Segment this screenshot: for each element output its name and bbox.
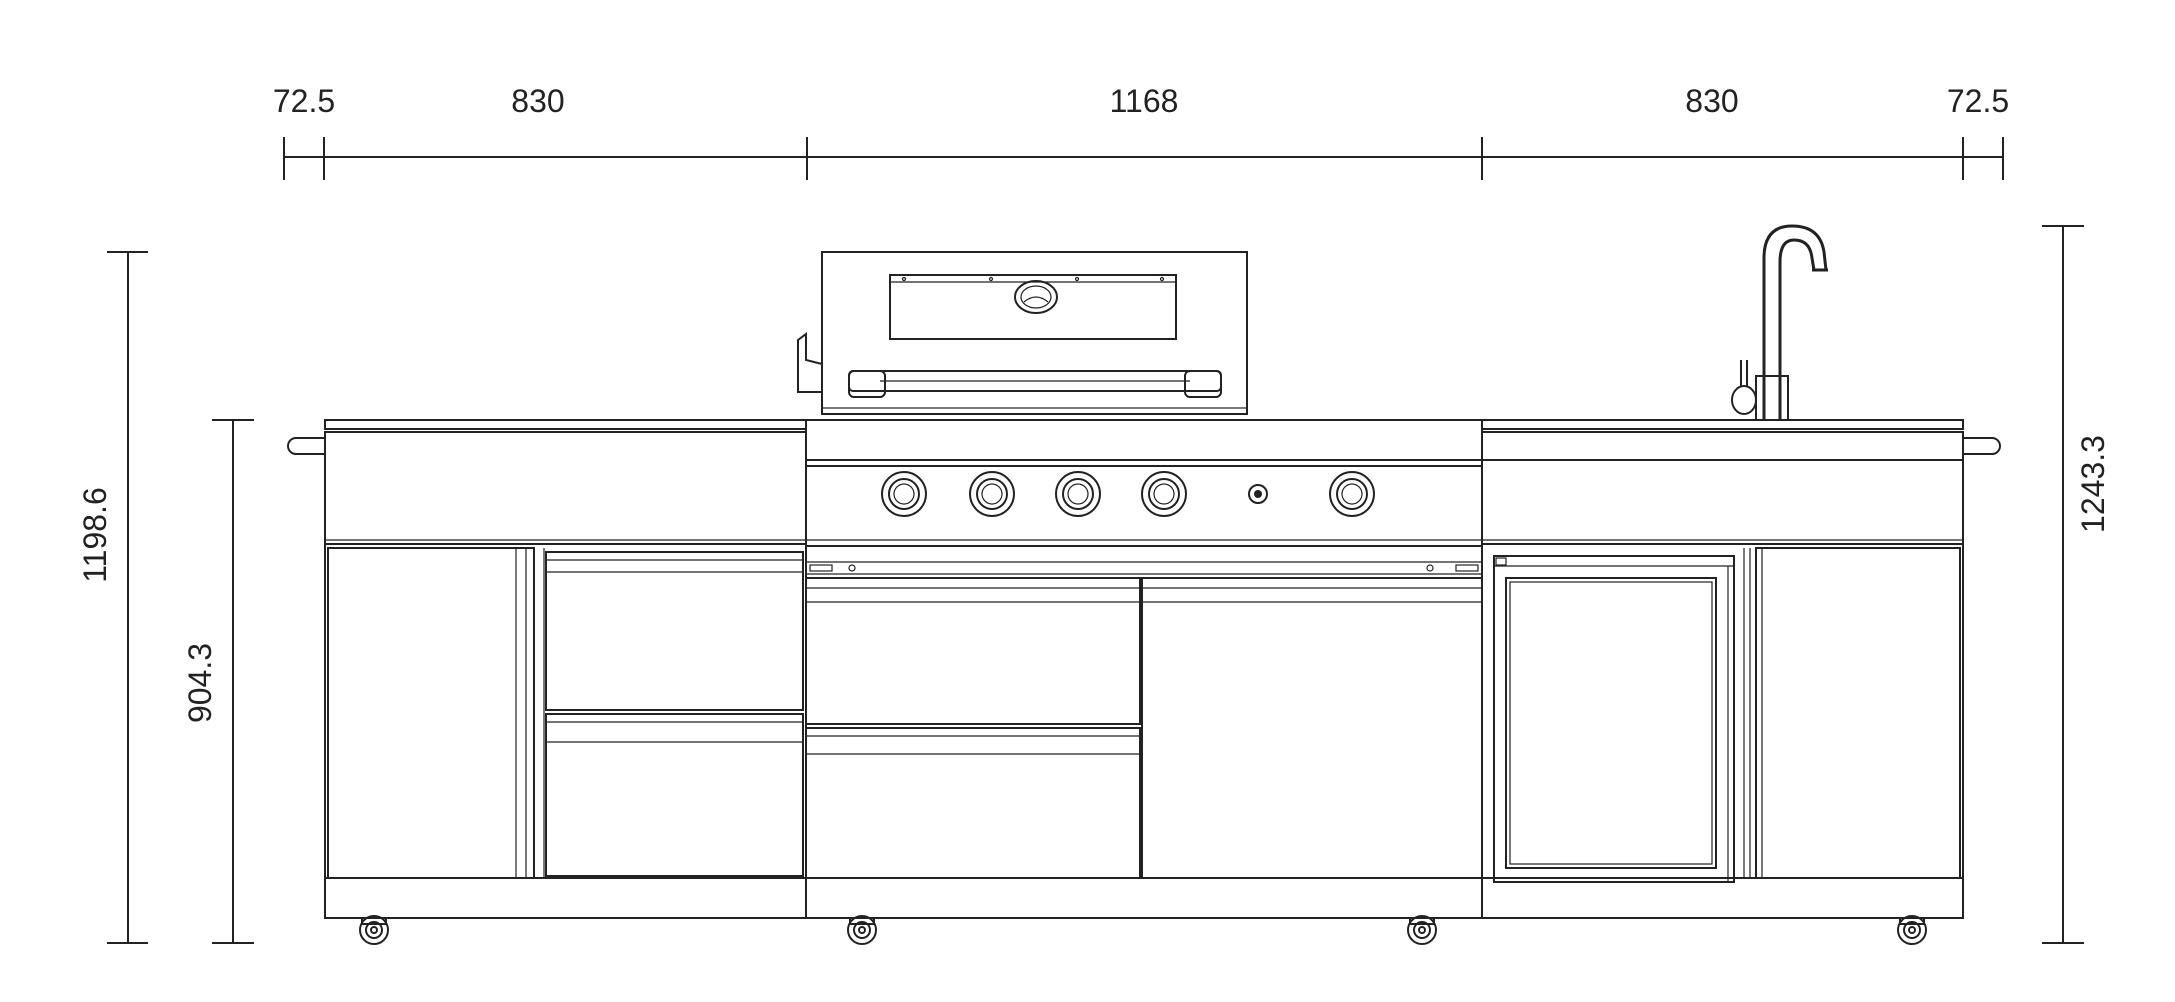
- fridge-door: [1493, 555, 1735, 883]
- right-towel-bar: [1962, 437, 2001, 455]
- faucet-icon: [1731, 224, 1828, 421]
- left-cabinet: [287, 419, 807, 945]
- hood-handle: [848, 370, 1222, 398]
- center-left-caster: [847, 915, 877, 945]
- burner-knob-1: [881, 471, 927, 517]
- burner-knob-2: [969, 471, 1015, 517]
- left-towel-bar: [287, 437, 326, 455]
- dim-left-cabinet-width: 830: [511, 83, 564, 119]
- right-caster: [1897, 915, 1927, 945]
- hood-window: [889, 274, 1177, 340]
- left-caster: [359, 915, 389, 945]
- dim-right-overhang: 72.5: [1947, 83, 2009, 119]
- right-height-dimension: 1243.3: [2042, 225, 2111, 944]
- right-sink-cabinet: [1481, 224, 2001, 945]
- grill-bottom-drawer: [805, 727, 1141, 879]
- dim-left-overhang: 72.5: [273, 83, 335, 119]
- right-cabinet-door: [1755, 547, 1961, 879]
- left-cabinet-door: [327, 547, 535, 879]
- left-top-drawer: [545, 551, 804, 711]
- side-burner-knob: [1329, 471, 1375, 517]
- thermometer-icon: [1014, 280, 1058, 314]
- dim-grill-width: 1168: [1110, 83, 1179, 119]
- dim-overall-height: 1198.6: [77, 487, 113, 583]
- left-height-dimensions: 1198.6 904.3: [77, 251, 254, 944]
- control-panel: [805, 465, 1483, 547]
- dim-faucet-height: 1243.3: [2075, 435, 2111, 533]
- ignition-button-icon: [1248, 484, 1268, 504]
- left-bottom-drawer: [545, 713, 804, 877]
- grill-module: [797, 251, 1483, 945]
- dim-counter-height: 904.3: [182, 643, 218, 723]
- center-right-caster: [1407, 915, 1437, 945]
- grill-top-drawer: [805, 577, 1141, 725]
- burner-knob-4: [1141, 471, 1187, 517]
- top-dimension-chain: 72.5 830 1168 830 72.5: [273, 83, 2009, 180]
- grill-cabinet-door: [1141, 577, 1483, 879]
- burner-knob-3: [1055, 471, 1101, 517]
- side-hook: [797, 332, 823, 393]
- dim-right-cabinet-width: 830: [1685, 83, 1738, 119]
